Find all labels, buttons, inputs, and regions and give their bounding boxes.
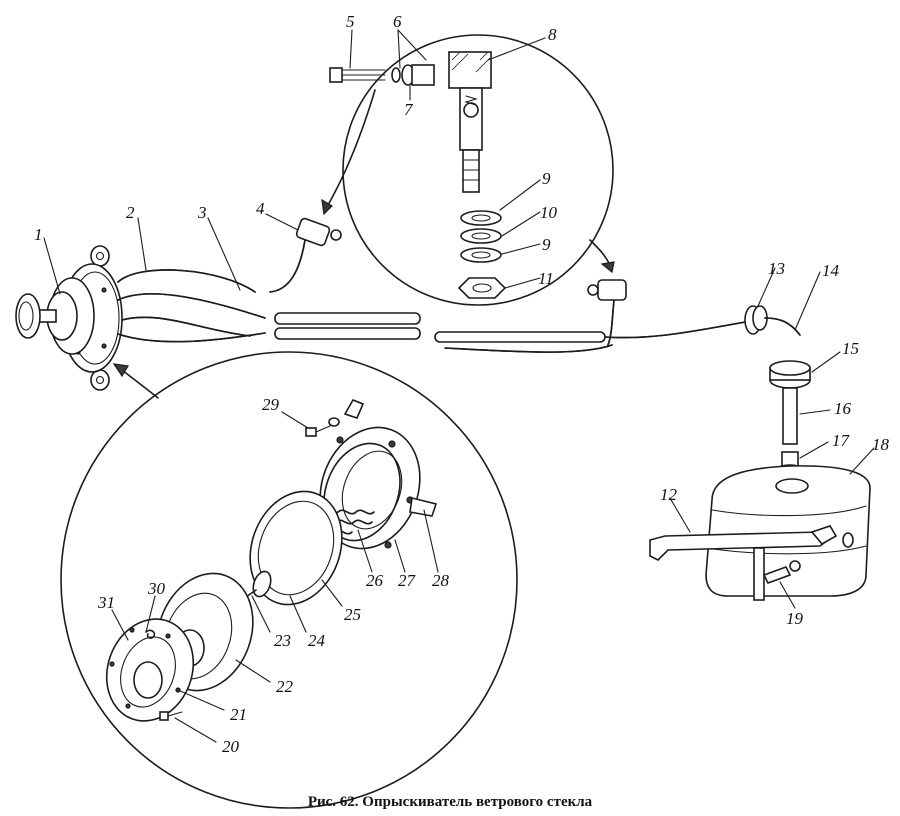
tubes-2-3 bbox=[117, 239, 306, 343]
elbow-right bbox=[587, 279, 627, 301]
label-7: 7 bbox=[404, 100, 414, 119]
label-9a: 9 bbox=[542, 169, 551, 188]
label-25: 25 bbox=[344, 605, 361, 624]
label-3: 3 bbox=[197, 203, 207, 222]
label-28: 28 bbox=[432, 571, 450, 590]
pump-exploded-detail bbox=[60, 351, 518, 809]
label-21: 21 bbox=[230, 705, 247, 724]
label-14: 14 bbox=[822, 261, 840, 280]
label-24: 24 bbox=[308, 631, 326, 650]
label-13: 13 bbox=[768, 259, 785, 278]
label-10: 10 bbox=[540, 203, 558, 222]
label-20: 20 bbox=[222, 737, 240, 756]
figure-caption: Рис. 62. Опрыскиватель ветрового стекла bbox=[308, 794, 593, 810]
label-29: 29 bbox=[262, 395, 280, 414]
label-22: 22 bbox=[276, 677, 294, 696]
label-23: 23 bbox=[274, 631, 291, 650]
reservoir-assembly bbox=[649, 267, 875, 609]
label-17: 17 bbox=[832, 431, 851, 450]
label-2: 2 bbox=[126, 203, 135, 222]
label-6: 6 bbox=[393, 12, 402, 31]
nozzle-detail bbox=[321, 29, 615, 306]
label-31: 31 bbox=[97, 593, 115, 612]
label-30: 30 bbox=[147, 579, 166, 598]
label-12: 12 bbox=[660, 485, 678, 504]
label-9b: 9 bbox=[542, 235, 551, 254]
label-18: 18 bbox=[872, 435, 890, 454]
label-26: 26 bbox=[366, 571, 384, 590]
label-15: 15 bbox=[842, 339, 859, 358]
elbow-4 bbox=[295, 217, 342, 247]
hose-middle bbox=[274, 299, 801, 353]
label-11: 11 bbox=[538, 269, 554, 288]
pump-assembly bbox=[15, 245, 123, 391]
label-5: 5 bbox=[346, 12, 355, 31]
label-19: 19 bbox=[786, 609, 804, 628]
label-8: 8 bbox=[548, 25, 557, 44]
label-27: 27 bbox=[398, 571, 417, 590]
part-labels: 1 2 3 4 5 6 7 8 9 10 9 11 12 13 14 15 16… bbox=[34, 12, 890, 756]
label-16: 16 bbox=[834, 399, 852, 418]
label-1: 1 bbox=[34, 225, 43, 244]
label-4: 4 bbox=[256, 199, 265, 218]
